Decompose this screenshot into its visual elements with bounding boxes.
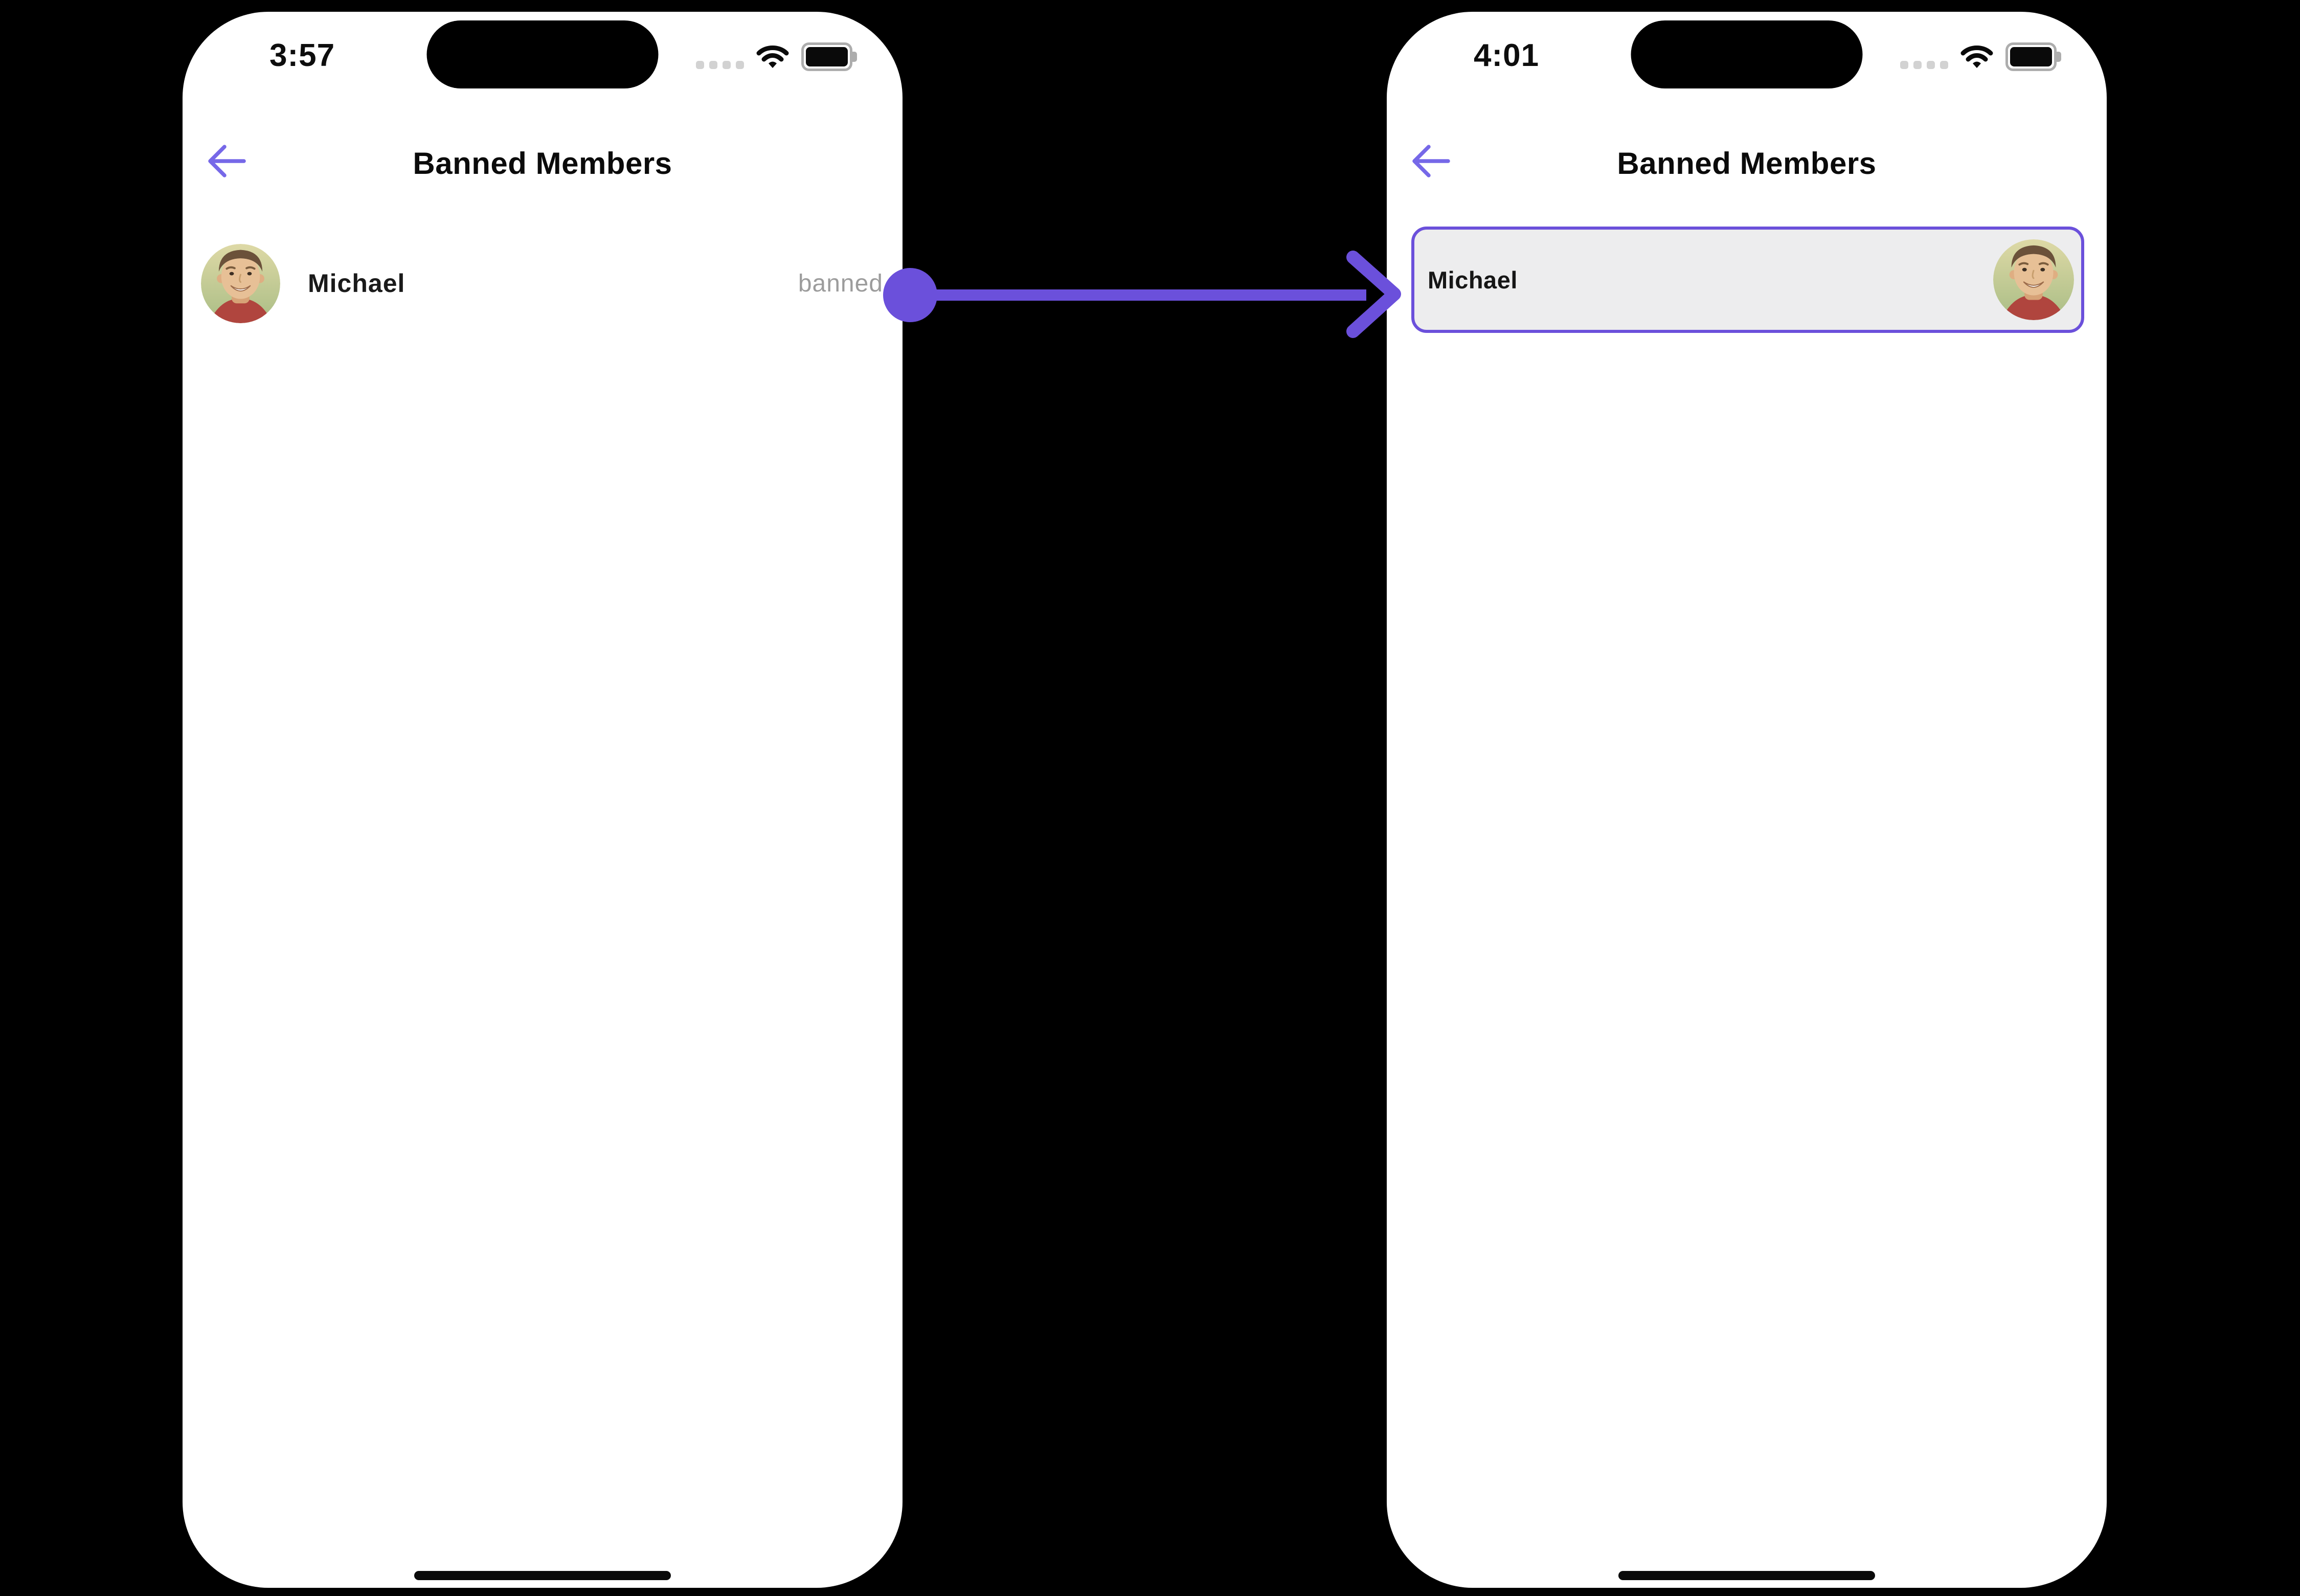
member-avatar [201,243,280,323]
cellular-signal-icon [696,61,744,69]
page-title: Banned Members [1617,146,1877,181]
phone-screen-after: 4:01 Banned Members Michael [1387,12,2107,1588]
battery-icon [2005,42,2061,71]
status-time: 4:01 [1474,38,1540,73]
battery-icon [801,42,857,71]
back-button[interactable] [205,140,254,189]
phone-screen-before: 3:57 Banned Members [183,12,903,1588]
member-name: Michael [308,269,405,298]
banned-member-card[interactable]: Michael [1411,227,2084,333]
dynamic-island [426,20,659,88]
wifi-icon [1960,46,1993,68]
back-arrow-icon [1412,145,1450,177]
banned-member-list-item[interactable]: Michael banned [201,243,883,323]
banned-status-label: banned [798,269,883,297]
status-icons [1900,42,2061,71]
page-title: Banned Members [413,146,672,181]
back-button[interactable] [1409,140,1458,189]
home-indicator[interactable] [414,1571,671,1580]
member-avatar [1993,239,2074,320]
dynamic-island [1631,20,1863,88]
flow-arrow [883,251,1401,338]
status-icons [696,42,857,71]
home-indicator[interactable] [1618,1571,1875,1580]
wifi-icon [756,46,789,68]
back-arrow-icon [208,145,246,177]
status-time: 3:57 [269,38,335,73]
member-name: Michael [1428,266,1518,294]
cellular-signal-icon [1900,61,1948,69]
